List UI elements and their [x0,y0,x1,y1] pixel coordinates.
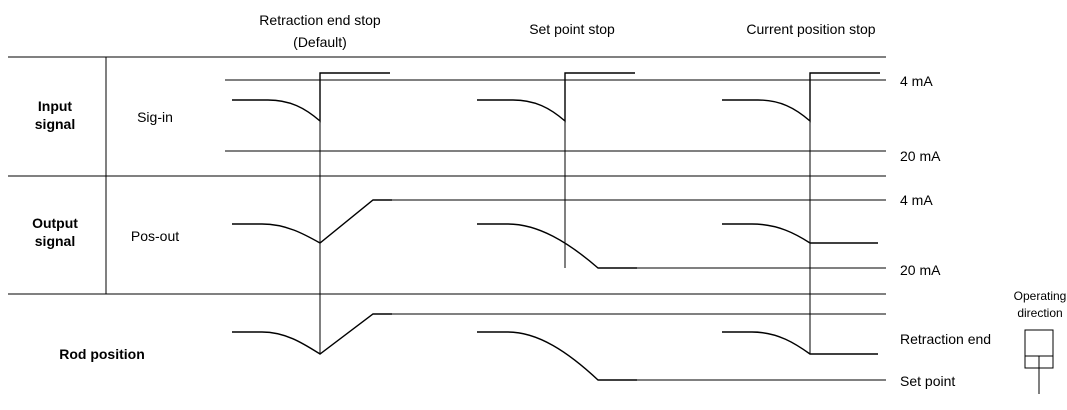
column-header-retraction-end-stop: Retraction end stop [259,12,381,28]
sig-in-waveform-set-point [477,72,635,123]
row-label-pos-out: Pos-out [131,228,179,244]
level-label-retraction-end: Retraction end [900,331,991,347]
column-header-set-point-stop: Set point stop [529,21,615,37]
row-label-input-signal-line1: Input [38,98,73,114]
row-label-rod-position: Rod position [59,346,145,362]
actuator-cylinder-icon [1024,329,1054,394]
pos-out-waveform-set-point [477,223,637,269]
level-label-output-4ma: 4 mA [900,192,933,208]
pos-out-waveform-current-position [722,223,878,244]
rod-position-waveform-retraction-end [232,313,392,355]
row-label-output-signal-line2: signal [35,233,75,249]
level-label-input-20ma: 20 mA [900,148,941,164]
row-label-sig-in: Sig-in [137,109,173,125]
sig-in-waveform-retraction-end [232,72,390,123]
operating-direction-label-line1: Operating [1014,289,1067,303]
column-header-default-note: (Default) [293,34,347,50]
operating-direction-label-line2: direction [1017,306,1062,320]
level-label-set-point: Set point [900,373,955,389]
sig-in-waveform-current-position [722,72,880,123]
level-label-output-20ma: 20 mA [900,262,941,278]
level-label-input-4ma: 4 mA [900,73,933,89]
row-label-output-signal-line1: Output [32,215,78,231]
rod-position-waveform-set-point [477,331,637,381]
row-label-input-signal-line2: signal [35,116,75,132]
column-header-current-position-stop: Current position stop [746,21,875,37]
pos-out-waveform-retraction-end [232,199,392,244]
rod-position-waveform-current-position [722,331,878,355]
